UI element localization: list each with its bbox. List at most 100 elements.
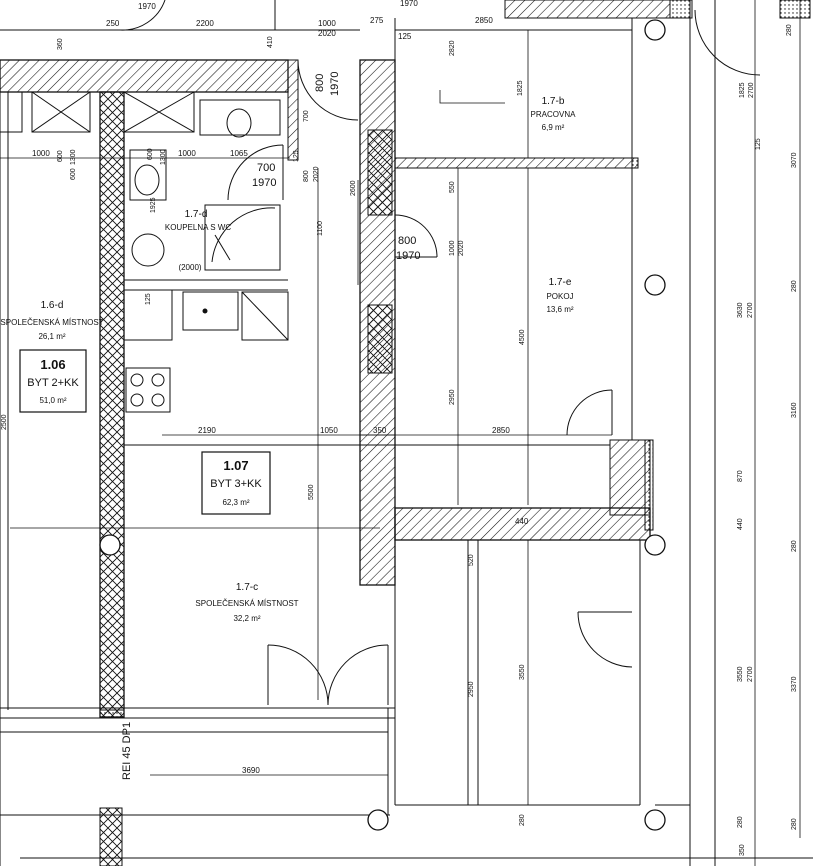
double-door-right <box>327 644 389 706</box>
dim-label: 440 <box>737 518 744 530</box>
wall-stub-bath <box>287 59 299 161</box>
chimney-2 <box>367 304 393 374</box>
door-arc-pokoj <box>394 214 438 258</box>
dim-label: 280 <box>791 818 798 830</box>
dim-label: 3550 <box>737 666 744 682</box>
dim-label: 1000 <box>318 19 336 28</box>
left-cabinet <box>0 91 23 133</box>
doors <box>119 0 761 706</box>
dim-label: 600 <box>57 150 64 162</box>
dim-label: 125 <box>145 293 152 305</box>
unit-boxes: 1.06 BYT 2+KK 51,0 m² 1.07 BYT 3+KK 62,3… <box>19 349 271 515</box>
dim-label: 520 <box>468 554 475 566</box>
bath-fixtures <box>0 91 289 413</box>
dim-label: 870 <box>737 470 744 482</box>
unit-type: BYT 2+KK <box>27 377 79 389</box>
dim-label: 1100 <box>317 221 324 236</box>
door-arc-pokoj-2 <box>566 389 613 436</box>
shower-arc <box>211 207 276 263</box>
axis-circle <box>644 809 666 831</box>
axis-circle <box>644 19 666 41</box>
room-code: 1.7-d <box>185 209 208 220</box>
dim-label: 1000 <box>178 149 196 158</box>
burner-icon <box>130 373 144 387</box>
dim-label: 275 <box>370 16 384 25</box>
dim-label: 350 <box>373 426 387 435</box>
unit-box-106 <box>19 349 87 413</box>
dim-label: 700 <box>257 162 275 174</box>
dim-label: 1825 <box>739 82 746 98</box>
dim-label: 2600 <box>350 180 357 196</box>
room-area: 32,2 m² <box>233 614 260 623</box>
dim-label: 125 <box>293 150 300 162</box>
dim-label: 550 <box>449 181 456 193</box>
facade-nub <box>631 157 639 169</box>
dim-label: 410 <box>267 36 274 48</box>
door-arc-top-right <box>694 9 761 76</box>
room-code: 1.6-d <box>41 300 64 311</box>
room-name: PRACOVNA <box>531 110 577 119</box>
dim-label: 700 <box>303 110 310 122</box>
dim-label: 440 <box>515 517 529 526</box>
unit-box-107 <box>201 451 271 515</box>
room-code: 1.7-e <box>549 277 572 288</box>
kitchen-sink <box>182 291 239 331</box>
room-code: 1.7-b <box>542 96 565 107</box>
dim-label: 3630 <box>737 302 744 318</box>
axis-circle <box>644 534 666 556</box>
burner-icon <box>130 393 144 407</box>
room-area: 13,6 m² <box>546 305 573 314</box>
dim-label: 360 <box>57 38 64 50</box>
unit-area: 62,3 m² <box>222 498 249 507</box>
dim-label: 2820 <box>449 40 456 56</box>
room-extra: (2000) <box>178 263 201 272</box>
dim-label: 2700 <box>748 82 755 98</box>
room-area: 6,9 m² <box>542 123 565 132</box>
dims-horizontal: 1970 250 2200 1000 2020 275 1970 2850 12… <box>32 0 529 775</box>
dim-label: 2700 <box>747 666 754 682</box>
fire-rating-label: REI 45 DP1 <box>121 722 133 780</box>
dim-label: 1050 <box>320 426 338 435</box>
burner-icon <box>151 373 165 387</box>
dim-label: 125 <box>398 32 412 41</box>
chimney-1 <box>367 129 393 216</box>
dim-label: 2020 <box>318 29 336 38</box>
wall-pokoj-corner <box>609 439 651 516</box>
dim-label: 280 <box>737 816 744 828</box>
dim-label: 800 <box>303 170 310 182</box>
dim-label: 1000 <box>449 240 456 256</box>
dim-label: 2020 <box>313 166 320 182</box>
top-right-block <box>779 0 811 19</box>
dim-label: 800 <box>398 235 416 247</box>
wall-pracovna-pokoj <box>394 157 639 169</box>
axis-circle <box>367 809 389 831</box>
dim-label: 2850 <box>475 16 493 25</box>
dim-label: 2950 <box>449 389 456 405</box>
dim-label: 280 <box>791 540 798 552</box>
room-area: 26,1 m² <box>38 332 65 341</box>
dim-label: 2200 <box>196 19 214 28</box>
dim-label: 1065 <box>230 149 248 158</box>
top-wall-right <box>504 0 671 19</box>
dim-label: 1000 <box>32 149 50 158</box>
dim-label: 280 <box>791 280 798 292</box>
unit-code: 1.06 <box>40 357 65 372</box>
left-counter <box>31 91 91 133</box>
dim-label: 2850 <box>492 426 510 435</box>
dims-vertical: 360 410 800 1970 2820 1825 550 1000 2020… <box>1 24 798 856</box>
dim-label: 5500 <box>308 484 315 500</box>
room-name: KOUPELNA S WC <box>165 223 231 232</box>
dim-label: 1970 <box>252 177 276 189</box>
sink-icon <box>134 164 160 196</box>
door-arc-entry <box>297 59 359 121</box>
fridge-box <box>241 291 289 341</box>
dim-label: 3070 <box>791 152 798 168</box>
dim-label: 3370 <box>791 676 798 692</box>
dim-label: 2700 <box>747 302 754 318</box>
dim-label: 1970 <box>396 250 420 262</box>
dim-label: 2190 <box>198 426 216 435</box>
room-name: SPOLEČENSKÁ MÍSTNOST <box>195 599 298 608</box>
